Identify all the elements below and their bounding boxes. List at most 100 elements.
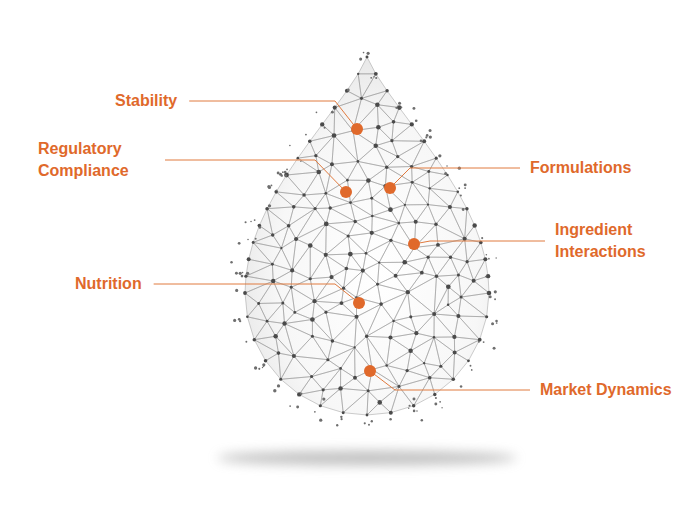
mesh-edge <box>312 336 332 359</box>
mesh-edge <box>387 351 411 371</box>
mesh-edge <box>448 287 461 305</box>
mesh-edge <box>377 105 393 128</box>
mesh-node <box>265 207 269 211</box>
mesh-edge <box>429 172 448 189</box>
dust-particle <box>276 189 278 191</box>
mesh-edge <box>458 275 473 297</box>
mesh-node <box>453 350 457 354</box>
leader-line <box>154 284 359 303</box>
mesh-edge <box>332 317 356 348</box>
mesh-node <box>302 193 305 196</box>
mesh-node <box>332 133 337 138</box>
mesh-edge <box>358 57 376 74</box>
mesh-edge <box>353 131 376 162</box>
mesh-edge <box>326 224 348 255</box>
callout-label: Ingredient Interactions <box>555 219 673 263</box>
mesh-node <box>449 256 452 259</box>
mesh-node <box>408 349 412 353</box>
mesh-node <box>290 268 294 272</box>
dust-particle <box>245 341 247 343</box>
mesh-node <box>277 351 281 355</box>
mesh-edge <box>273 270 292 287</box>
drop-shadow <box>217 451 517 465</box>
mesh-edge <box>430 175 458 192</box>
mesh-edge <box>267 207 294 226</box>
mesh-node <box>346 179 349 182</box>
mesh-node <box>376 283 379 286</box>
mesh-node <box>486 274 490 278</box>
mesh-node <box>435 275 438 278</box>
mesh-node <box>282 321 286 325</box>
mesh-edge <box>376 127 392 145</box>
mesh-node <box>434 223 437 226</box>
dust-particle <box>395 107 397 109</box>
dust-particle <box>485 276 486 277</box>
mesh-edge <box>438 239 465 257</box>
dust-particle <box>233 319 236 322</box>
mesh-node <box>293 311 296 314</box>
mesh-node <box>472 279 476 283</box>
dust-particle <box>464 183 467 186</box>
callout-dot <box>408 238 420 250</box>
mesh-node <box>397 105 402 110</box>
mesh-node <box>257 302 260 305</box>
mesh-edge <box>436 207 465 239</box>
mesh-node <box>271 233 274 236</box>
mesh-node <box>396 155 399 158</box>
mesh-edge <box>372 198 391 216</box>
mesh-node <box>389 411 393 415</box>
dust-particle <box>363 52 365 54</box>
mesh-node <box>354 220 357 223</box>
dust-particle <box>285 174 287 176</box>
dust-particle <box>277 384 280 387</box>
dust-particle <box>238 242 241 245</box>
dust-particle <box>429 135 432 138</box>
mesh-edge <box>289 209 315 239</box>
dust-particle <box>347 89 350 92</box>
mesh-edge <box>366 233 391 253</box>
mesh-edge <box>378 263 396 285</box>
mesh-edge <box>411 337 434 363</box>
mesh-node <box>432 312 436 316</box>
mesh-node <box>406 290 410 294</box>
mesh-edge <box>430 366 454 379</box>
mesh-node <box>398 385 401 388</box>
dust-particle <box>371 420 373 422</box>
mesh-node <box>379 302 383 306</box>
dust-particle <box>460 385 463 388</box>
mesh-edge <box>467 259 485 280</box>
dust-particle <box>489 295 492 298</box>
mesh-node <box>290 286 293 289</box>
mesh-node <box>287 224 291 228</box>
dust-particle <box>494 298 496 300</box>
dust-particle <box>239 272 242 275</box>
callout-dot <box>351 123 363 135</box>
mesh-edge <box>378 276 408 292</box>
dust-particle <box>462 208 465 211</box>
callout-label: Stability <box>115 90 177 112</box>
mesh-node <box>452 335 456 339</box>
mesh-edge <box>405 182 428 205</box>
dust-particle <box>284 171 287 174</box>
callout-label: Formulations <box>530 157 631 179</box>
leader-line <box>370 371 530 390</box>
mesh-edge <box>281 226 296 248</box>
mesh-edge <box>467 242 485 261</box>
mesh-edge <box>461 293 489 317</box>
dust-particle <box>262 363 265 366</box>
mesh-edge <box>310 136 334 156</box>
mesh-edge <box>283 303 295 324</box>
dust-particle <box>491 322 494 325</box>
dust-particle <box>494 290 497 293</box>
callout-dot <box>364 365 376 377</box>
mesh-edge <box>316 136 334 165</box>
mesh-node <box>465 207 468 210</box>
mesh-node <box>252 241 255 244</box>
mesh-edge <box>412 172 429 189</box>
dust-particle <box>373 76 374 77</box>
mesh-node <box>292 205 296 209</box>
mesh-node <box>313 207 316 210</box>
mesh-node <box>410 122 414 126</box>
dust-particle <box>446 165 448 167</box>
mesh-edge <box>367 321 394 338</box>
